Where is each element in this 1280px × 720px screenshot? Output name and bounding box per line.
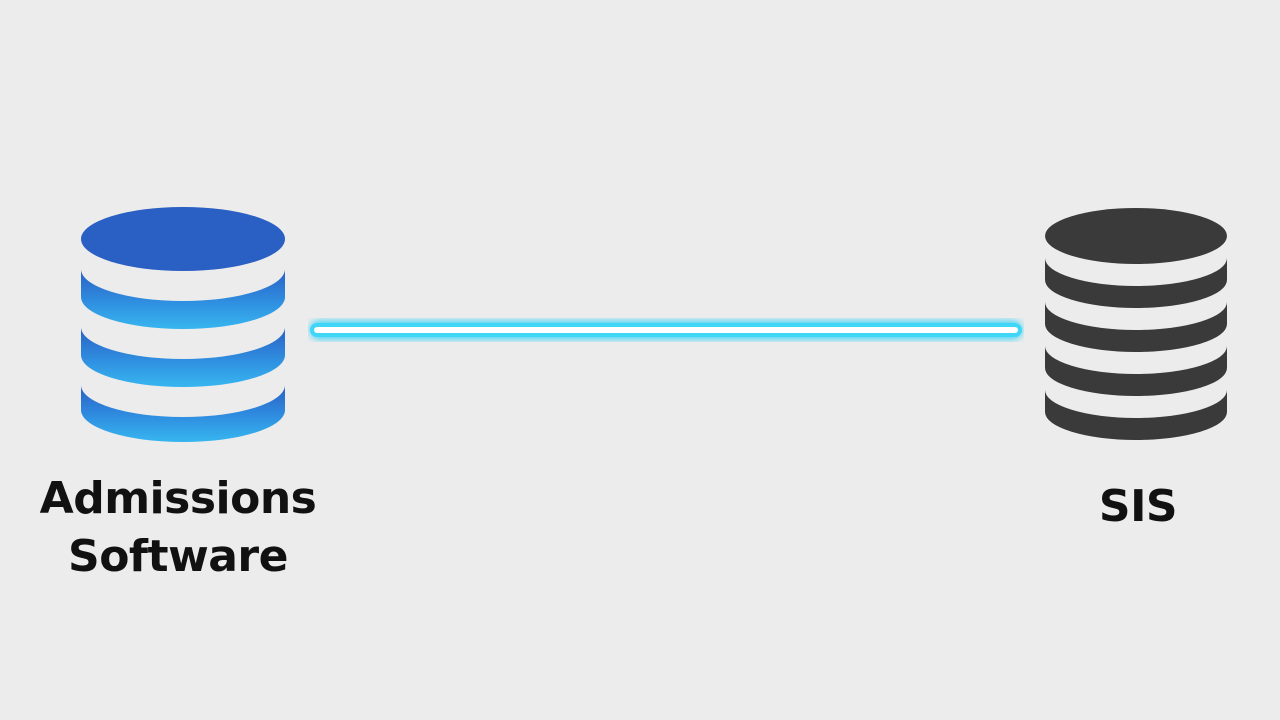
admissions-software-label: Admissions Software (18, 470, 338, 586)
connection-line (310, 321, 1022, 339)
label-line-2: Software (68, 531, 288, 582)
admissions-database-icon (81, 207, 285, 442)
sis-label: SIS (1098, 481, 1178, 532)
sis-database-icon (1045, 208, 1227, 440)
label-line-1: Admissions (39, 473, 317, 524)
